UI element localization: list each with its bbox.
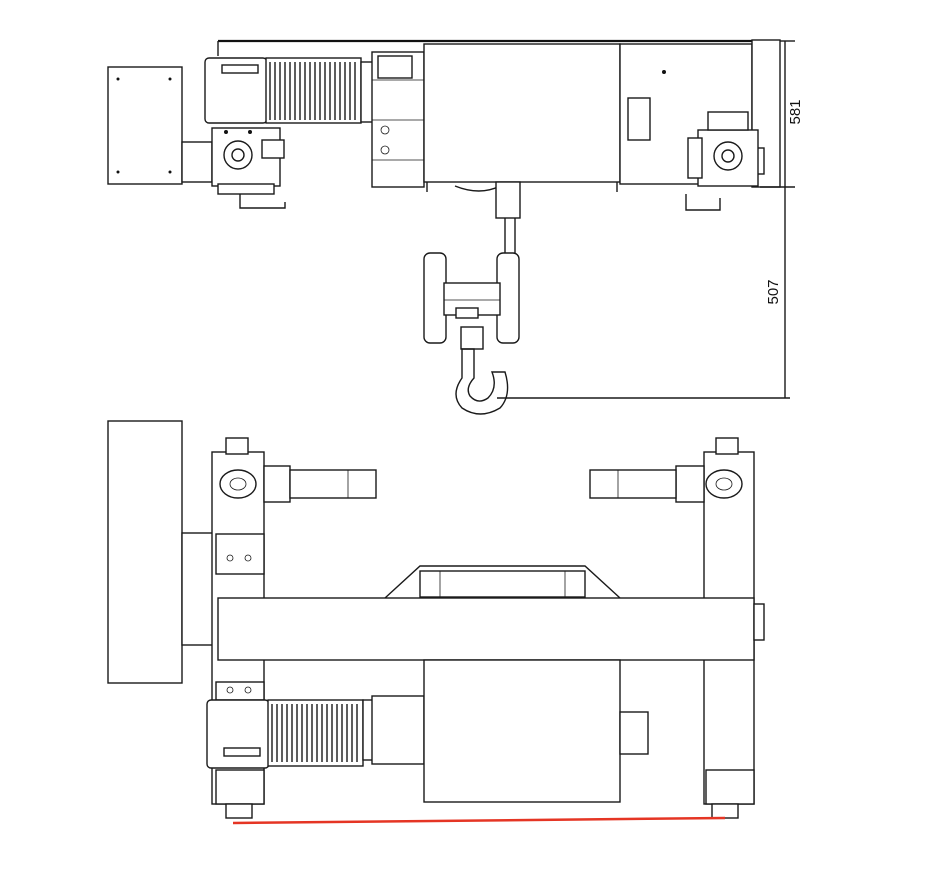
trolley-frame: [419, 570, 586, 598]
cooling-fins-plan: [271, 704, 358, 762]
main-girder: [217, 597, 755, 661]
rope-drum-housing-plan: [423, 659, 621, 803]
hoist-motor-plan: [206, 699, 270, 769]
highlight-line: [232, 816, 726, 825]
plan-view: [107, 420, 765, 819]
side-elevation-view: [107, 39, 795, 415]
crane-hook: [455, 348, 509, 415]
control-box: [107, 66, 183, 185]
rope-guide: [495, 181, 521, 219]
rope-drum-housing: [423, 43, 621, 183]
trolley-wheel-left: [211, 127, 286, 209]
trolley-wheel-right: [685, 111, 759, 211]
cooling-fins: [269, 62, 356, 120]
dimension-label-581: 581: [787, 99, 804, 124]
control-box-plan: [107, 420, 183, 684]
dimension-label-507: 507: [765, 279, 782, 304]
hook-block: [423, 252, 520, 350]
